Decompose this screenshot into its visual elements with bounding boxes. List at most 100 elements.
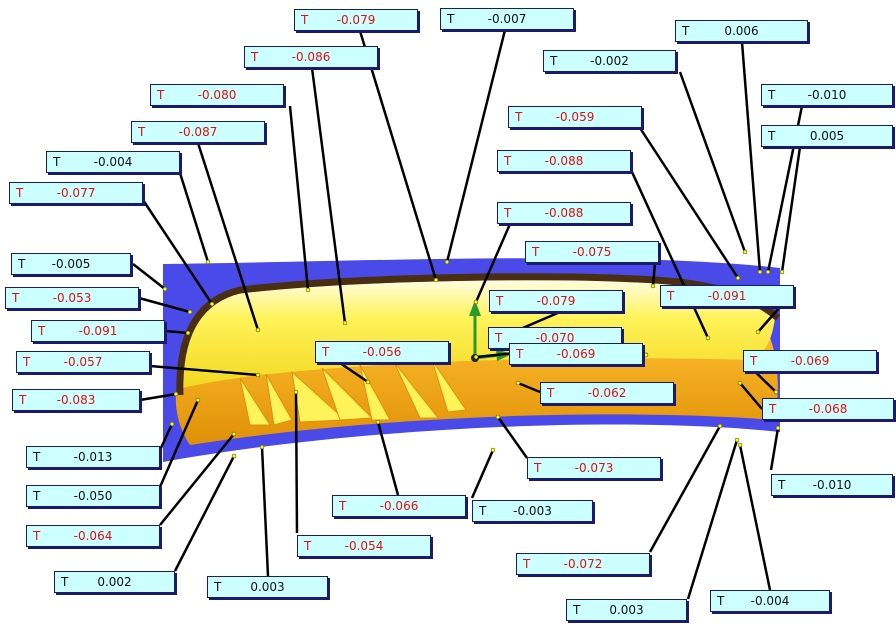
measurement-point[interactable] bbox=[205, 259, 211, 265]
measurement-point[interactable] bbox=[490, 447, 496, 453]
leader-line bbox=[780, 146, 802, 273]
measurement-point[interactable] bbox=[231, 431, 237, 437]
measurement-label[interactable]: T-0.003 bbox=[472, 500, 593, 522]
measurement-label[interactable]: T-0.010 bbox=[771, 474, 893, 496]
measurement-label[interactable]: T-0.075 bbox=[525, 241, 659, 263]
measurement-point[interactable] bbox=[433, 277, 439, 283]
measurement-point[interactable] bbox=[717, 423, 723, 429]
measurement-label[interactable]: T-0.056 bbox=[315, 341, 449, 363]
measurement-label[interactable]: T-0.088 bbox=[497, 202, 631, 224]
measurement-point[interactable] bbox=[779, 269, 785, 275]
measurement-label[interactable]: T-0.062 bbox=[540, 382, 674, 404]
measurement-point[interactable] bbox=[773, 389, 779, 395]
measurement-point[interactable] bbox=[209, 301, 215, 307]
measurement-label[interactable]: T-0.050 bbox=[26, 485, 160, 507]
measurement-label[interactable]: T-0.072 bbox=[516, 553, 650, 575]
measurement-point[interactable] bbox=[765, 269, 771, 275]
leader-line bbox=[339, 361, 369, 384]
measurement-point[interactable] bbox=[162, 286, 168, 292]
leader-line bbox=[196, 142, 260, 331]
measurement-point[interactable] bbox=[737, 380, 743, 386]
measurement-point[interactable] bbox=[473, 299, 479, 305]
leader-line bbox=[173, 455, 236, 572]
measurement-point[interactable] bbox=[231, 453, 237, 459]
measurement-point[interactable] bbox=[255, 327, 261, 333]
leader-line bbox=[358, 30, 438, 281]
measurement-label[interactable]: T-0.054 bbox=[297, 535, 431, 557]
leader-line bbox=[159, 433, 235, 526]
leader-line bbox=[648, 425, 722, 553]
measurement-label[interactable]: T-0.077 bbox=[9, 182, 143, 204]
measurement-label[interactable]: T-0.069 bbox=[743, 350, 877, 372]
measurement-point[interactable] bbox=[775, 425, 781, 431]
measurement-label[interactable]: T-0.079 bbox=[294, 9, 418, 31]
measurement-label[interactable]: T-0.002 bbox=[543, 50, 676, 72]
measurement-point[interactable] bbox=[473, 354, 479, 360]
measurement-label[interactable]: T-0.080 bbox=[150, 84, 284, 106]
measurement-label[interactable]: T-0.068 bbox=[762, 398, 894, 420]
measurement-label[interactable]: T-0.013 bbox=[26, 446, 160, 468]
leader-line bbox=[260, 446, 270, 577]
measurement-point[interactable] bbox=[650, 283, 656, 289]
leader-line bbox=[158, 423, 174, 451]
measurement-label[interactable]: T-0.057 bbox=[16, 351, 150, 373]
measurement-label[interactable]: T-0.091 bbox=[660, 285, 794, 307]
measurement-label[interactable]: T-0.053 bbox=[5, 287, 139, 309]
measurement-point[interactable] bbox=[305, 287, 311, 293]
measurement-point[interactable] bbox=[444, 259, 450, 265]
measurement-label[interactable]: T-0.059 bbox=[508, 106, 642, 128]
measurement-point[interactable] bbox=[705, 335, 711, 341]
measurement-point[interactable] bbox=[365, 379, 371, 385]
measurement-point[interactable] bbox=[735, 275, 741, 281]
measurement-label[interactable]: T-0.004 bbox=[46, 151, 180, 173]
measurement-label[interactable]: T-0.091 bbox=[31, 320, 165, 342]
measurement-point[interactable] bbox=[757, 269, 763, 275]
measurement-point[interactable] bbox=[737, 442, 743, 448]
measurement-point[interactable] bbox=[755, 329, 761, 335]
measurement-label[interactable]: T-0.004 bbox=[710, 590, 830, 612]
measurement-point[interactable] bbox=[195, 397, 201, 403]
measurement-label[interactable]: T-0.007 bbox=[440, 8, 574, 30]
leader-line bbox=[149, 364, 259, 377]
measurement-point[interactable] bbox=[643, 352, 649, 358]
leader-line bbox=[164, 329, 189, 335]
measurement-point[interactable] bbox=[173, 391, 179, 397]
measurement-point[interactable] bbox=[375, 419, 381, 425]
measurement-label[interactable]: T-0.086 bbox=[244, 46, 378, 68]
measurement-label[interactable]: T-0.069 bbox=[509, 343, 643, 365]
measurement-label[interactable]: T-0.087 bbox=[131, 121, 265, 143]
measurement-label[interactable]: T-0.005 bbox=[11, 253, 131, 275]
measurement-point[interactable] bbox=[169, 421, 175, 427]
measurement-point[interactable] bbox=[495, 414, 501, 420]
measurement-point[interactable] bbox=[255, 372, 261, 378]
measurement-point[interactable] bbox=[515, 380, 521, 386]
measurement-label[interactable]: T-0.066 bbox=[332, 495, 466, 517]
measurement-point[interactable] bbox=[259, 444, 265, 450]
measurement-point[interactable] bbox=[742, 249, 748, 255]
measurement-label[interactable]: T-0.079 bbox=[489, 290, 623, 312]
leader-line bbox=[158, 399, 200, 488]
leader-line bbox=[445, 29, 507, 263]
measurement-label[interactable]: T-0.088 bbox=[497, 150, 631, 172]
measurement-point[interactable] bbox=[734, 437, 740, 443]
leader-line bbox=[678, 71, 747, 253]
measurement-point[interactable] bbox=[187, 309, 193, 315]
measurement-label[interactable]: T-0.064 bbox=[26, 525, 160, 547]
leader-line bbox=[686, 439, 739, 600]
measurement-label[interactable]: T-0.010 bbox=[761, 84, 893, 106]
measurement-point[interactable] bbox=[293, 389, 299, 395]
leader-line bbox=[138, 296, 191, 314]
leader-line bbox=[132, 263, 166, 290]
leader-line bbox=[294, 391, 299, 534]
measurement-label[interactable]: T-0.073 bbox=[527, 457, 661, 479]
leader-line bbox=[769, 427, 780, 471]
measurement-label[interactable]: T-0.083 bbox=[12, 389, 140, 411]
measurement-point[interactable] bbox=[342, 320, 348, 326]
measurement-point[interactable] bbox=[185, 330, 191, 336]
